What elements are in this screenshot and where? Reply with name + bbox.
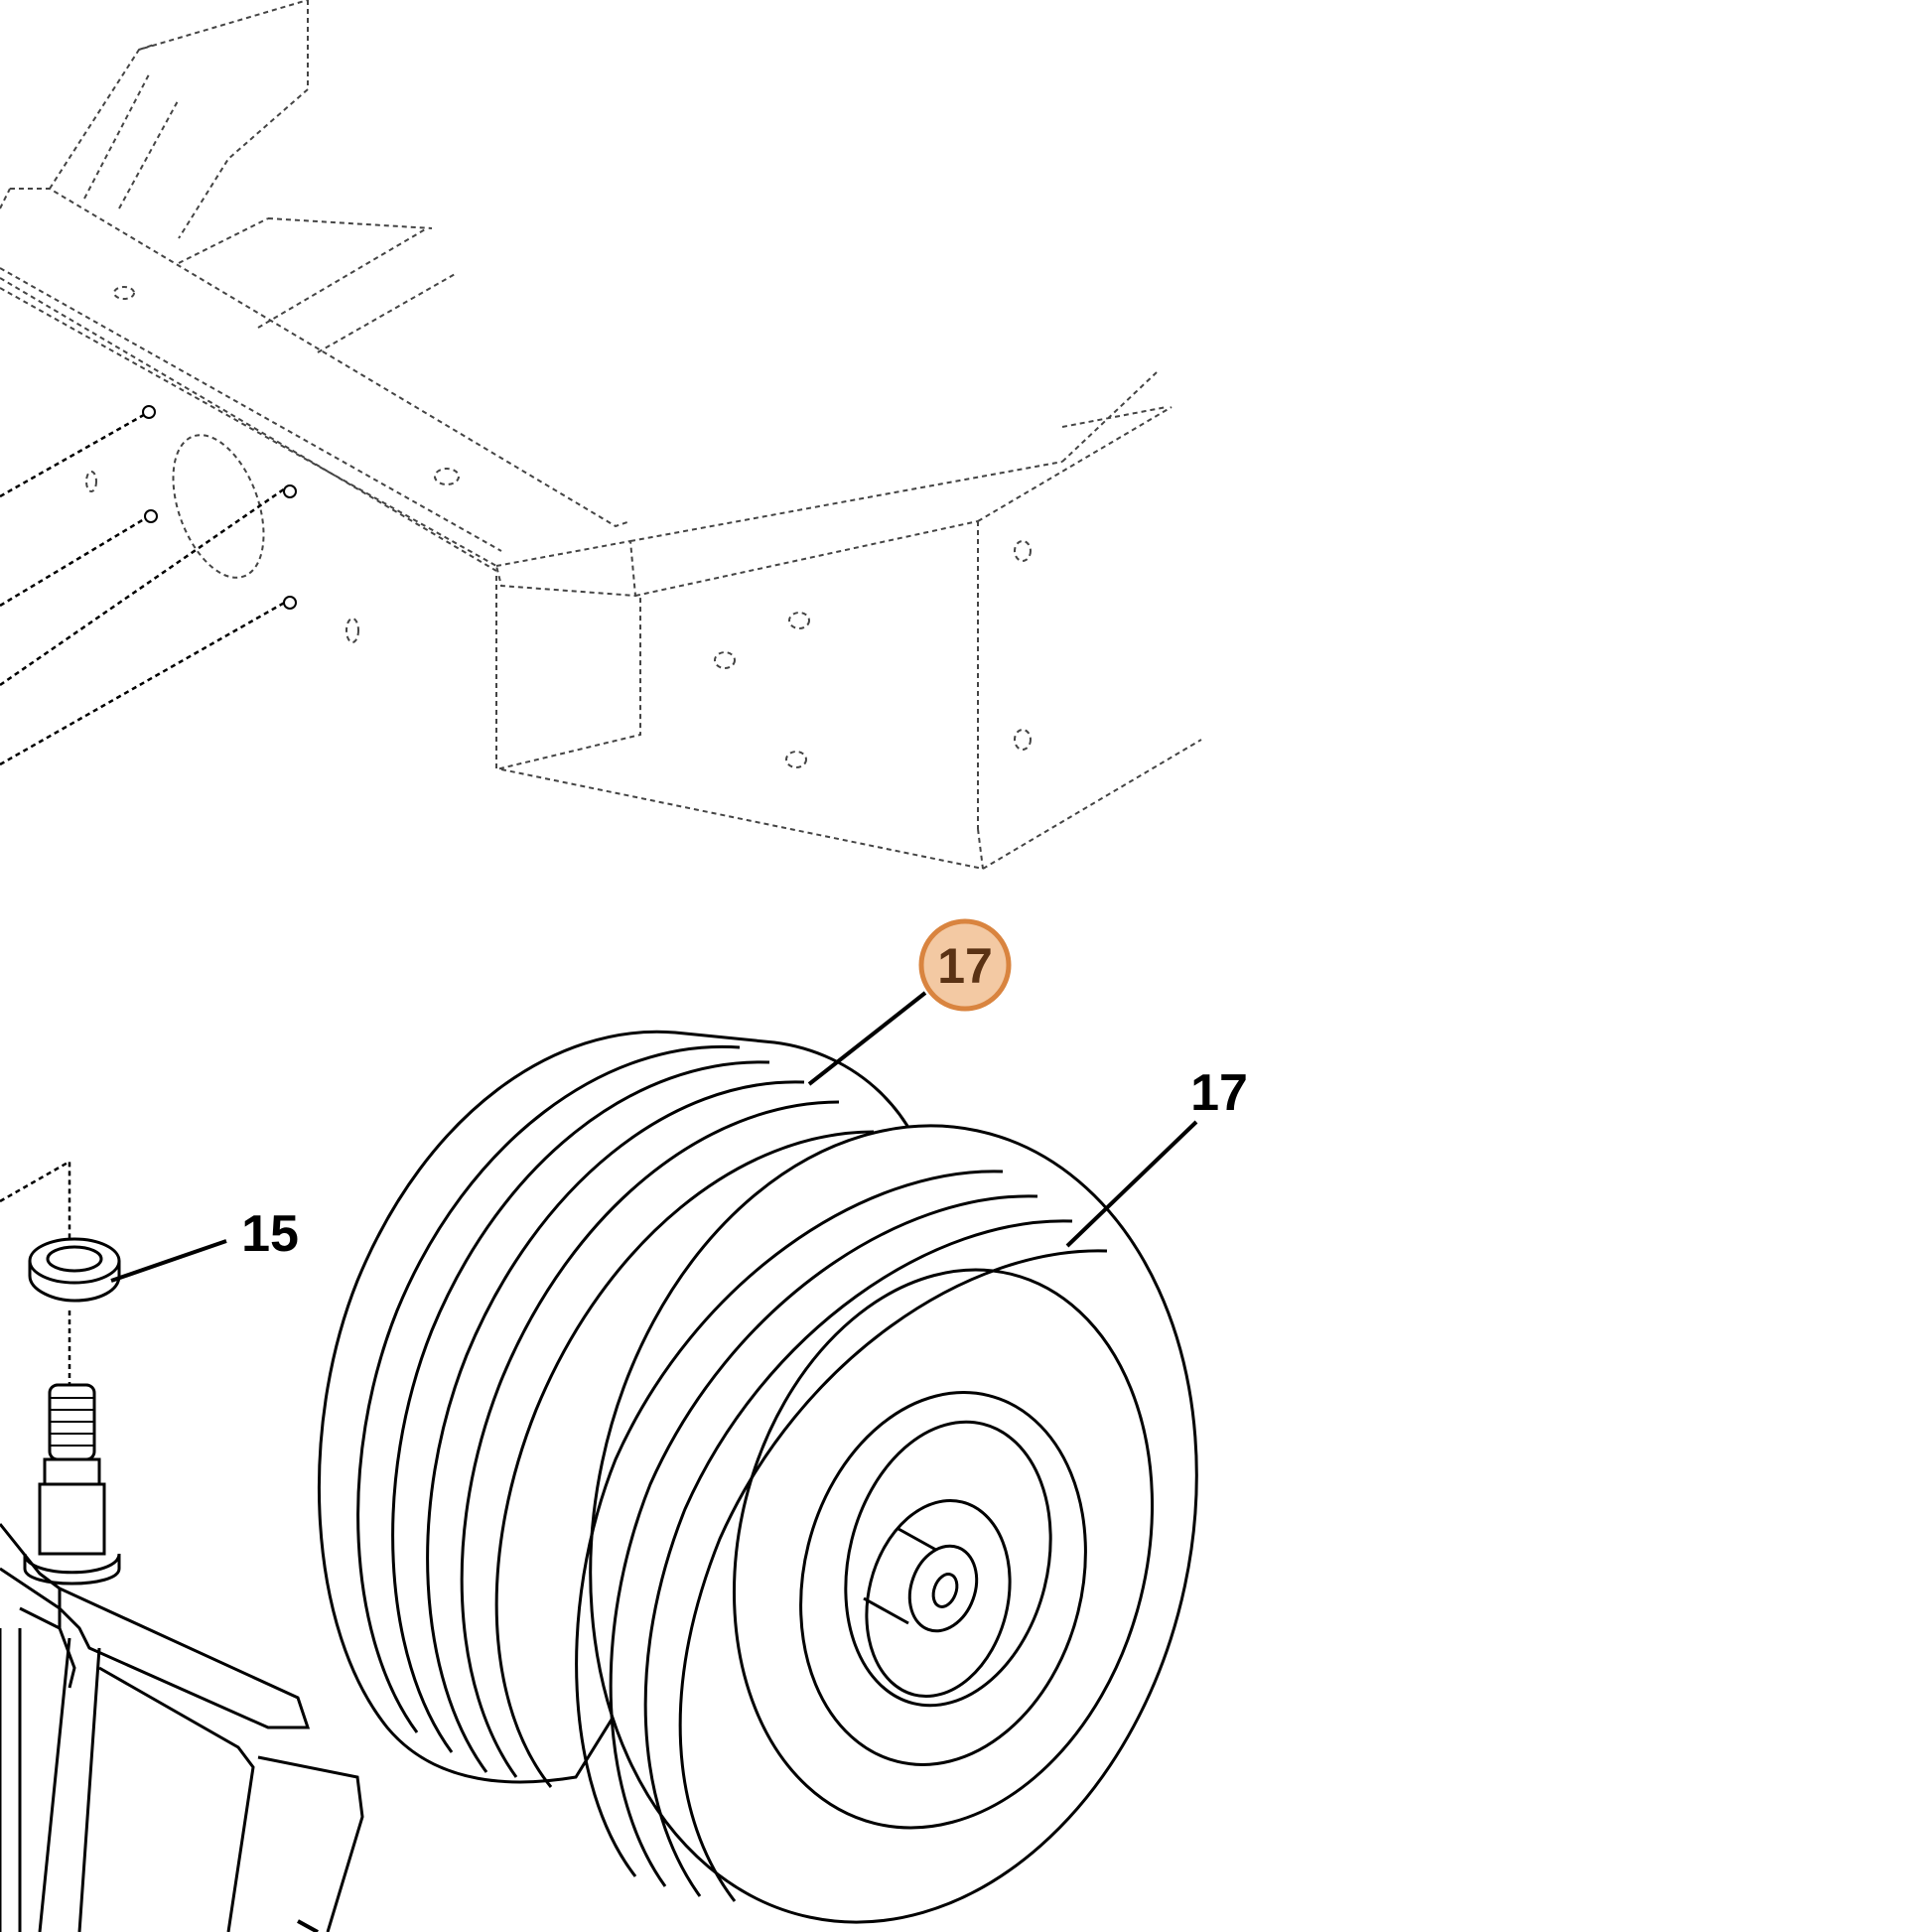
callout-15-washer-label: 15 [241,1205,299,1263]
frame-assembly [0,0,1202,870]
callout-17-wheel-label: 17 [1190,1064,1248,1122]
tire-right-outline [589,1124,1198,1924]
threaded-spindle-icon [23,1383,121,1586]
callout-17-wheel[interactable]: 17 [1190,1064,1248,1122]
leader-highlighted-17 [807,991,927,1086]
frame-mount-hole [172,434,265,579]
rim-hub-ring [865,1499,1012,1698]
callout-17-highlight-circle [918,918,1012,1012]
leader-washer-15 [110,1239,227,1283]
tire-right-sidewall [732,1268,1155,1830]
rim-inner [844,1420,1052,1708]
rim-outer [799,1391,1087,1766]
frame-bolts [142,405,297,610]
axle-bore [931,1573,959,1608]
spindle-guide-line [0,1159,71,1390]
frame-beam-inner [0,217,502,572]
frame-bolt-lines [0,410,289,766]
frame-bolt-holes [85,286,1032,768]
callout-17-highlighted[interactable]: 17 [918,918,1012,1012]
tire-left-treads [356,1044,875,1788]
frame-upper-bracket [49,0,309,239]
leader-lines [110,991,1198,1283]
leader-wheel-17 [1065,1120,1198,1248]
washer-ring-icon [28,1237,121,1303]
tire-right-treads [575,1170,1108,1902]
frame-cross-plate [977,371,1202,870]
callout-15-washer[interactable]: 15 [241,1205,299,1263]
frame-beam-end [494,461,1063,870]
callout-17-highlighted-label: 17 [937,938,993,994]
wheel-right [575,1124,1198,1924]
frame-beam-top [0,188,631,567]
caster-fork-icon [0,1523,364,1932]
caster-assembly [0,1159,364,1932]
